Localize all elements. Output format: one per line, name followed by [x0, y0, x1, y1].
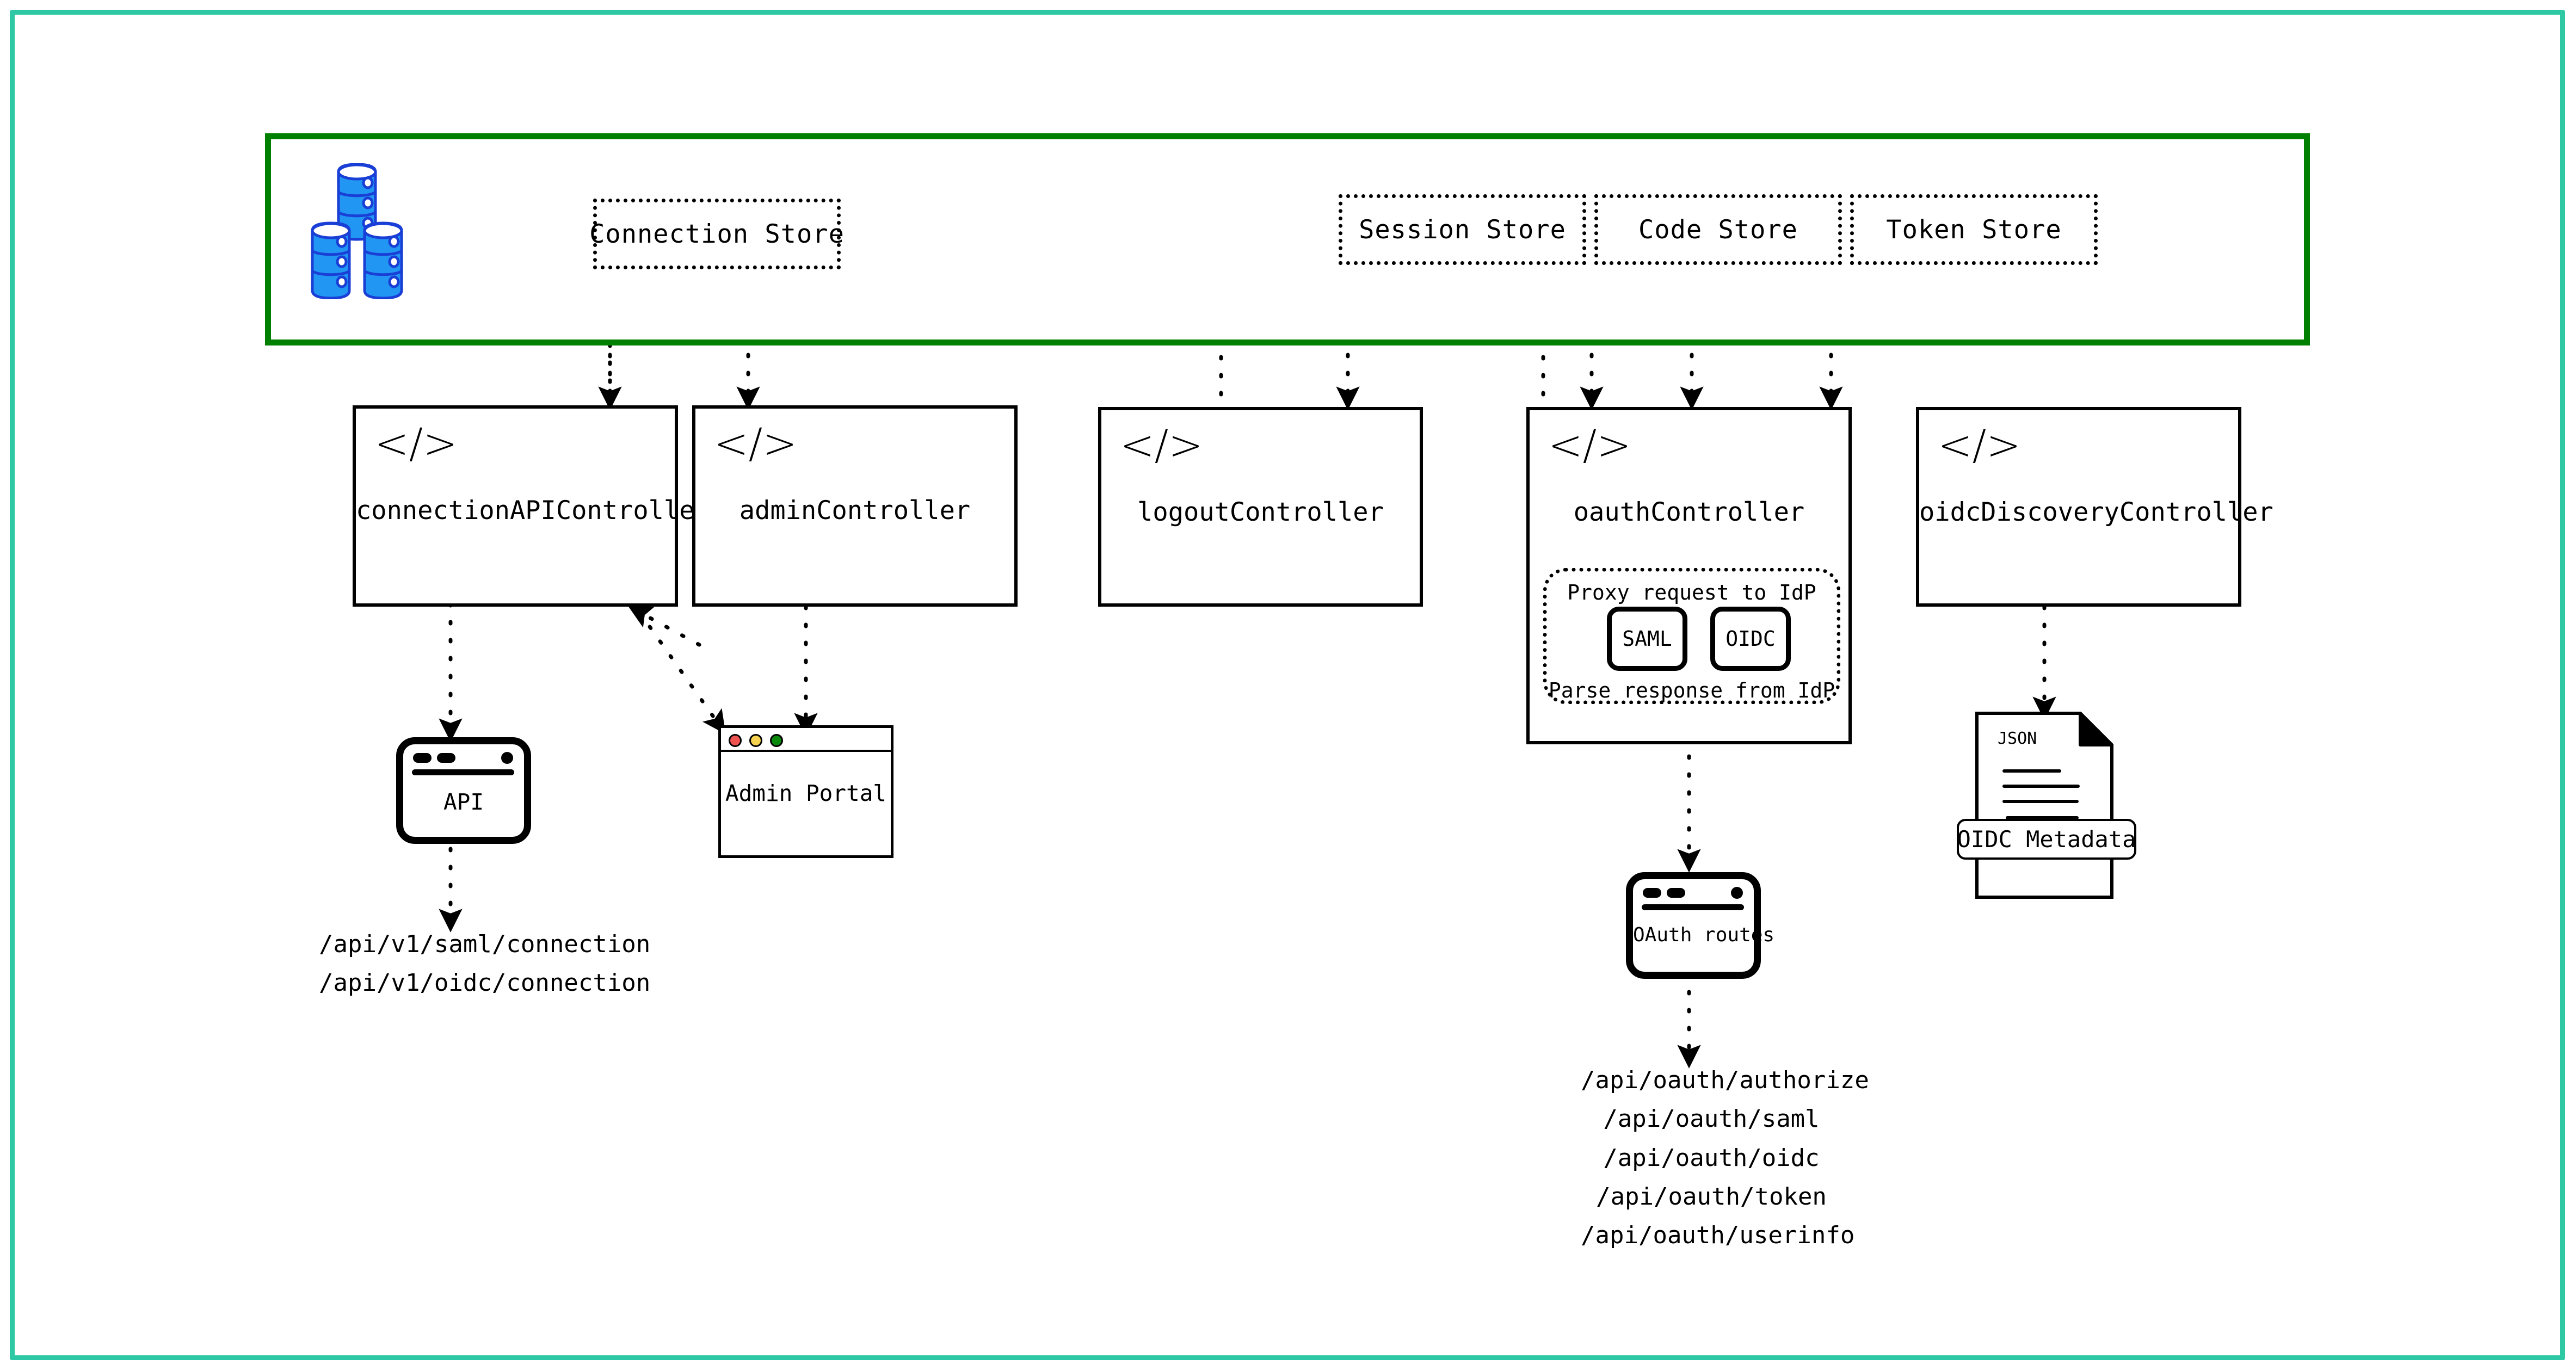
admin-portal-label: Admin Portal [725, 780, 887, 806]
outer-frame [10, 10, 2565, 1360]
admin-controller-label: adminController [739, 496, 971, 526]
oidc-protocol-box[interactable]: OIDC [1710, 607, 1791, 671]
admin-portal-titlebar [721, 728, 891, 752]
close-dot-icon [729, 734, 742, 747]
oauth-controller[interactable]: </> oauthController Proxy request to IdP… [1526, 407, 1852, 744]
code-icon: </> [1938, 421, 2021, 469]
window-toolbar-line [1642, 904, 1744, 910]
logout-controller[interactable]: </> logoutController [1098, 407, 1423, 607]
session-store[interactable]: Session Store [1339, 194, 1586, 265]
oauth-route-item: /api/oauth/authorize [1581, 1066, 1869, 1094]
oidc-metadata-document[interactable]: JSON [1974, 710, 2115, 900]
connection-store[interactable]: Connection Store [589, 199, 844, 269]
code-icon: </> [374, 419, 458, 467]
session-store-label: Session Store [1359, 214, 1566, 245]
token-store-label: Token Store [1886, 214, 2062, 245]
api-label: API [443, 789, 484, 815]
saml-label: SAML [1622, 627, 1672, 651]
code-icon: </> [1548, 421, 1631, 469]
oauth-route-item: /api/oauth/userinfo [1581, 1221, 1855, 1250]
oidc-label: OIDC [1725, 627, 1776, 651]
minimize-dot-icon [749, 734, 762, 747]
oauth-routes-label: OAuth routes [1633, 924, 1775, 946]
connection-store-label: Connection Store [589, 219, 845, 249]
saml-protocol-box[interactable]: SAML [1607, 607, 1687, 671]
oauth-route-item: /api/oauth/saml [1603, 1105, 1820, 1133]
code-store-label: Code Store [1638, 214, 1798, 245]
oauth-route-item: /api/oauth/oidc [1603, 1144, 1820, 1172]
oauth-route-item: /api/oauth/token [1596, 1182, 1827, 1211]
database-stack-icon [305, 163, 435, 300]
window-dot-2 [1667, 888, 1685, 898]
connection-api-controller[interactable]: </> connectionAPIController [353, 405, 710, 607]
connection-api-controller-label: connectionAPIController [356, 496, 710, 526]
oidc-metadata-label: OIDC Metadata [1957, 826, 2136, 853]
parse-response-caption: Parse response from IdP [1548, 678, 1835, 702]
oidc-discovery-controller[interactable]: </> oidcDiscoveryController [1916, 407, 2273, 607]
api-browser-icon[interactable]: API [396, 737, 531, 844]
oauth-controller-label: oauthController [1573, 497, 1805, 527]
code-icon: </> [714, 419, 797, 467]
window-toolbar-line [412, 769, 514, 775]
code-icon: </> [1120, 421, 1203, 469]
logout-controller-label: logoutController [1137, 497, 1384, 527]
window-dot-3 [1731, 887, 1743, 899]
connection-route-item: /api/v1/saml/connection [319, 930, 651, 958]
admin-portal-window[interactable]: Admin Portal [718, 725, 893, 858]
idp-proxy-group: Proxy request to IdP SAML OIDC Parse res… [1543, 568, 1840, 704]
proxy-request-caption: Proxy request to IdP [1567, 581, 1816, 604]
connection-route-item: /api/v1/oidc/connection [319, 969, 651, 997]
code-store[interactable]: Code Store [1594, 194, 1842, 265]
json-doc-type: JSON [1998, 729, 2037, 748]
oauth-routes-browser-icon[interactable]: OAuth routes [1626, 872, 1775, 979]
window-dot-2 [437, 753, 455, 763]
connection-routes-list: /api/v1/saml/connection /api/v1/oidc/con… [319, 925, 650, 1003]
maximize-dot-icon [770, 734, 783, 747]
oauth-routes-list: /api/oauth/authorize /api/oauth/saml /ap… [1581, 1061, 1869, 1255]
window-dot-1 [413, 753, 432, 763]
admin-controller[interactable]: </> adminController [692, 405, 1018, 607]
oidc-discovery-controller-label: oidcDiscoveryController [1919, 497, 2273, 527]
oidc-metadata-label-pill[interactable]: OIDC Metadata [1957, 819, 2136, 860]
token-store[interactable]: Token Store [1850, 194, 2098, 265]
window-dot-1 [1643, 888, 1661, 898]
window-dot-3 [501, 752, 513, 764]
